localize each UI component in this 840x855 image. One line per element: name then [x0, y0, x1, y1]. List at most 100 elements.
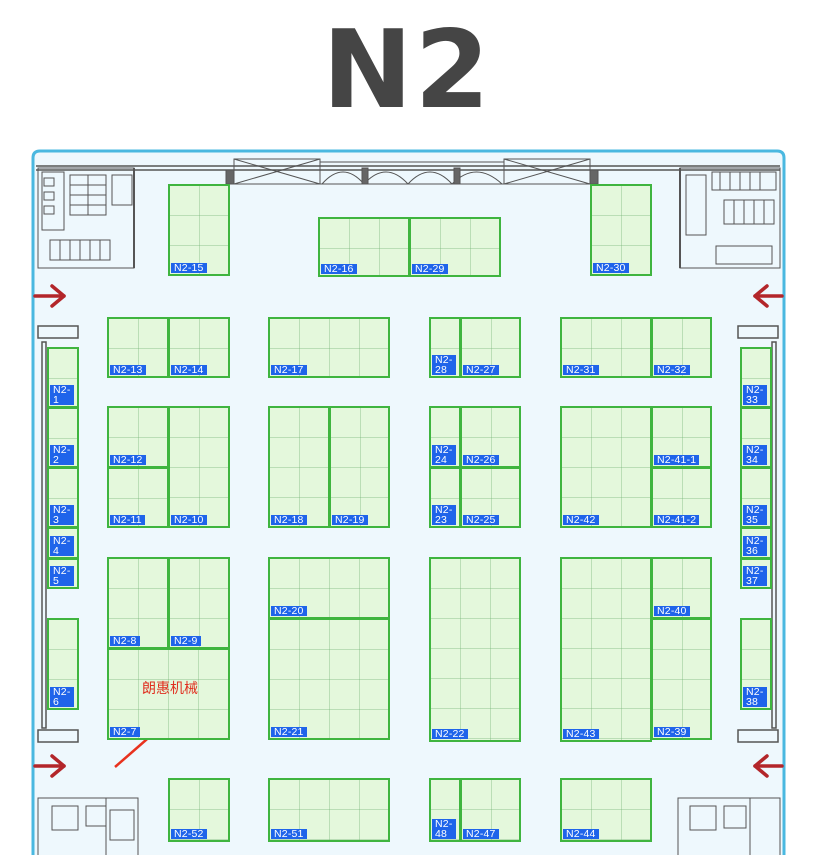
booth-label: N2-44 — [563, 829, 599, 839]
booth-label: N2-8 — [110, 636, 140, 646]
booth-n2-21[interactable]: N2-21 — [268, 618, 390, 740]
booth-label: N2- 38 — [743, 687, 767, 707]
booth-label: N2- 6 — [50, 687, 74, 707]
restroom-icon — [679, 167, 781, 269]
booth-label: N2- 24 — [432, 445, 456, 465]
booth-n2-10[interactable]: N2-10 — [168, 406, 230, 528]
booth-n2-34[interactable]: N2- 34 — [740, 407, 772, 468]
side-wall — [37, 325, 779, 743]
booth-label: N2-32 — [654, 365, 690, 375]
booth-n2-52[interactable]: N2-52 — [168, 778, 230, 842]
booth-label: N2-13 — [110, 365, 146, 375]
booth-n2-39[interactable]: N2-39 — [651, 618, 712, 740]
booth-label: N2-20 — [271, 606, 307, 616]
booth-label: N2-29 — [412, 264, 448, 274]
booth-label: N2-27 — [463, 365, 499, 375]
restroom-icon — [37, 167, 135, 269]
booth-n2-29[interactable]: N2-29 — [409, 217, 501, 277]
booth-label: N2- 4 — [50, 536, 74, 556]
booth-n2-5[interactable]: N2- 5 — [47, 558, 79, 589]
booth-n2-8[interactable]: N2-8 — [107, 557, 169, 649]
exit-arrow-icon — [753, 284, 784, 778]
booth-label: N2- 37 — [743, 566, 767, 586]
booth-n2-30[interactable]: N2-30 — [590, 184, 652, 276]
booth-label: N2-9 — [171, 636, 201, 646]
booth-label: N2- 1 — [50, 385, 74, 405]
booth-label: N2-41-2 — [654, 515, 700, 525]
booth-label: N2- 35 — [743, 505, 767, 525]
booth-label: N2-41-1 — [654, 455, 700, 465]
booth-label: N2-17 — [271, 365, 307, 375]
booth-n2-48[interactable]: N2- 48 — [429, 778, 461, 842]
booth-n2-2[interactable]: N2- 2 — [47, 407, 79, 468]
booth-n2-28[interactable]: N2- 28 — [429, 317, 461, 378]
booth-n2-13[interactable]: N2-13 — [107, 317, 169, 378]
booth-label: N2- 36 — [743, 536, 767, 556]
booth-label: N2- 48 — [432, 819, 456, 839]
booth-n2-43[interactable]: N2-43 — [560, 557, 652, 742]
booth-n2-6[interactable]: N2- 6 — [47, 618, 79, 710]
exhibitor-annotation: 朗惠机械 — [142, 681, 198, 697]
booth-n2-16[interactable]: N2-16 — [318, 217, 410, 277]
restroom-icon — [37, 797, 781, 855]
booth-n2-38[interactable]: N2- 38 — [740, 618, 772, 710]
booth-label: N2- 23 — [432, 505, 456, 525]
booth-n2-22[interactable]: N2-22 — [429, 557, 521, 742]
booth-n2-42[interactable]: N2-42 — [560, 406, 652, 528]
booth-n2-36[interactable]: N2- 36 — [740, 527, 772, 559]
booth-n2-26[interactable]: N2-26 — [460, 406, 521, 468]
top-wall — [36, 165, 780, 171]
booth-n2-41-1[interactable]: N2-41-1 — [651, 406, 712, 468]
booth-label: N2- 28 — [432, 355, 456, 375]
booth-label: N2-12 — [110, 455, 146, 465]
booth-n2-32[interactable]: N2-32 — [651, 317, 712, 378]
booth-n2-4[interactable]: N2- 4 — [47, 527, 79, 559]
booth-n2-3[interactable]: N2- 3 — [47, 467, 79, 528]
booth-n2-20[interactable]: N2-20 — [268, 557, 390, 619]
booth-n2-33[interactable]: N2- 33 — [740, 347, 772, 408]
booth-label: N2-11 — [110, 515, 145, 525]
booth-n2-35[interactable]: N2- 35 — [740, 467, 772, 528]
booth-label: N2- 33 — [743, 385, 767, 405]
booth-n2-25[interactable]: N2-25 — [460, 467, 521, 528]
booth-n2-14[interactable]: N2-14 — [168, 317, 230, 378]
booth-label: N2-22 — [432, 729, 468, 739]
booth-label: N2-25 — [463, 515, 499, 525]
booth-label: N2-7 — [110, 727, 140, 737]
booth-n2-1[interactable]: N2- 1 — [47, 347, 79, 408]
booth-label: N2- 34 — [743, 445, 767, 465]
booth-label: N2-43 — [563, 729, 599, 739]
booth-n2-7[interactable]: N2-7 — [107, 648, 230, 740]
booth-n2-37[interactable]: N2- 37 — [740, 558, 772, 589]
booth-label: N2-10 — [171, 515, 207, 525]
booth-n2-27[interactable]: N2-27 — [460, 317, 521, 378]
booth-n2-24[interactable]: N2- 24 — [429, 406, 461, 468]
gate-icon — [225, 158, 599, 185]
booth-n2-47[interactable]: N2-47 — [460, 778, 521, 842]
booth-n2-40[interactable]: N2-40 — [651, 557, 712, 619]
booth-label: N2-14 — [171, 365, 207, 375]
booth-label: N2- 5 — [50, 566, 74, 586]
booth-label: N2-47 — [463, 829, 499, 839]
booth-n2-18[interactable]: N2-18 — [268, 406, 330, 528]
booth-n2-51[interactable]: N2-51 — [268, 778, 390, 842]
booth-n2-9[interactable]: N2-9 — [168, 557, 230, 649]
booth-n2-11[interactable]: N2-11 — [107, 467, 169, 528]
booth-n2-23[interactable]: N2- 23 — [429, 467, 461, 528]
booth-label: N2- 2 — [50, 445, 74, 465]
booth-n2-41-2[interactable]: N2-41-2 — [651, 467, 712, 528]
booth-label: N2-31 — [563, 365, 599, 375]
booth-n2-44[interactable]: N2-44 — [560, 778, 652, 842]
hall-title: N2 — [322, 8, 492, 133]
booth-label: N2-18 — [271, 515, 307, 525]
booth-label: N2-26 — [463, 455, 499, 465]
entrance-arrow-icon — [33, 284, 66, 778]
booth-label: N2-51 — [271, 829, 307, 839]
booth-n2-12[interactable]: N2-12 — [107, 406, 169, 468]
booth-n2-31[interactable]: N2-31 — [560, 317, 652, 378]
booth-n2-19[interactable]: N2-19 — [329, 406, 390, 528]
booth-n2-15[interactable]: N2-15 — [168, 184, 230, 276]
booth-label: N2-52 — [171, 829, 207, 839]
booth-label: N2-19 — [332, 515, 368, 525]
booth-n2-17[interactable]: N2-17 — [268, 317, 390, 378]
